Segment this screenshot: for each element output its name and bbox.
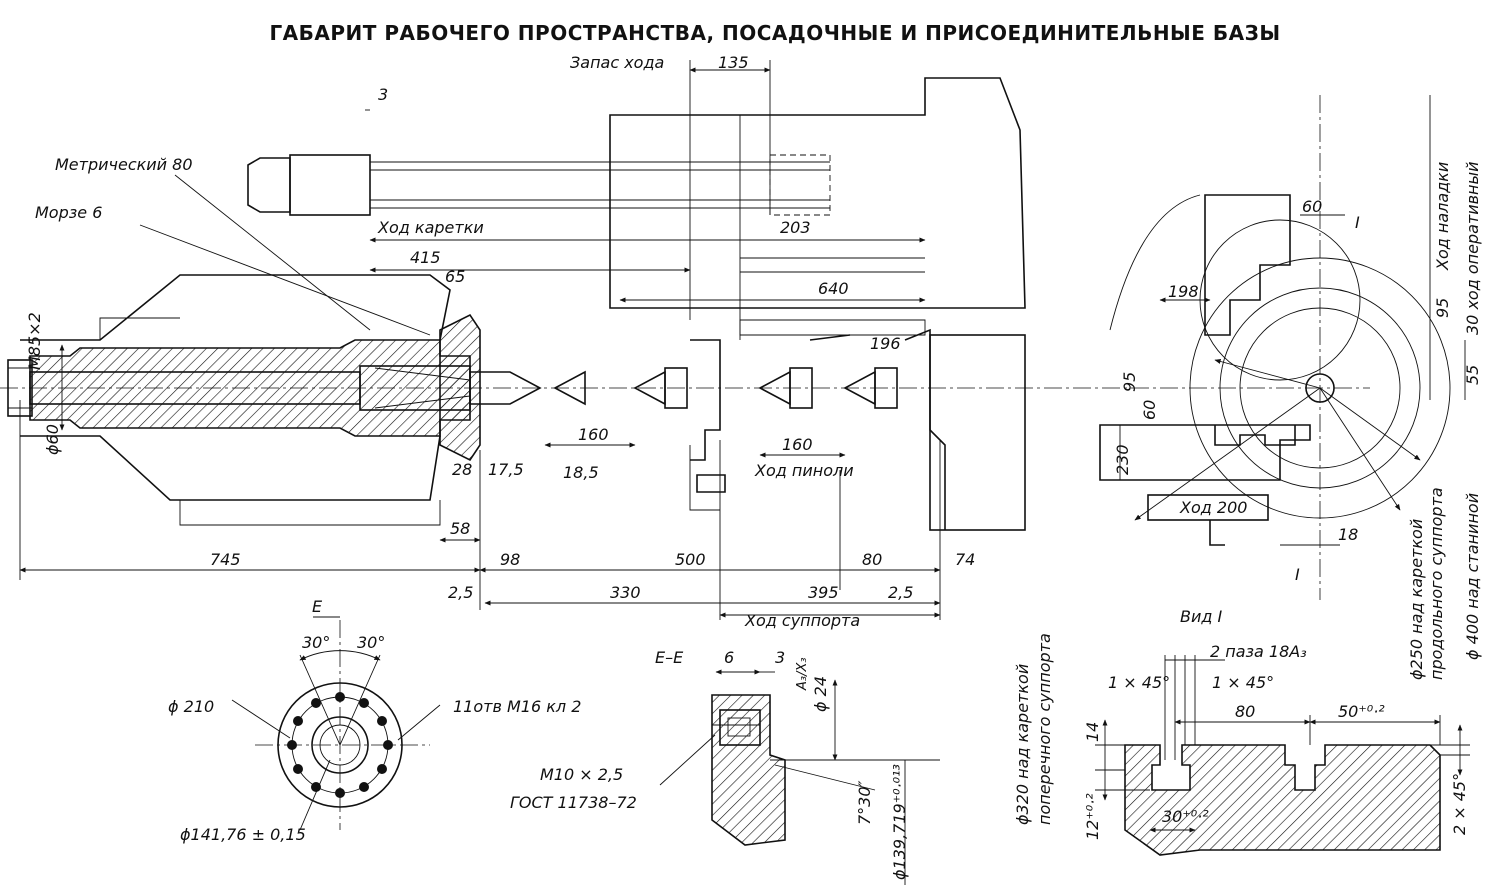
label-vid-1: Вид I — [1180, 607, 1223, 626]
dim-74: 74 — [955, 550, 975, 569]
dim-18: 18 — [1338, 525, 1358, 544]
dim-95b: 95 — [1433, 298, 1452, 318]
flange-view — [231, 616, 441, 831]
label-section-ee: Е–Е — [655, 648, 684, 667]
dim-745: 745 — [210, 550, 241, 569]
dim-2-5a: 2,5 — [448, 583, 473, 602]
dim-135: 135 — [718, 53, 749, 72]
dim-65: 65 — [445, 267, 465, 286]
label-d250b: продольного суппорта — [1427, 487, 1446, 680]
dim-a3x3: А₃/Х₃ — [795, 657, 810, 691]
dim-80b: 80 — [1235, 702, 1255, 721]
label-d320b: поперечного суппорта — [1035, 633, 1054, 825]
dim-2x45: 2 × 45° — [1450, 773, 1469, 835]
label-thread-m10: М10 × 2,5 — [540, 765, 623, 784]
dim-330: 330 — [610, 583, 641, 602]
dim-6: 6 — [724, 648, 734, 667]
label-holes: 11отв М16 кл 2 — [453, 697, 581, 716]
dim-d210: ϕ 210 — [168, 697, 214, 716]
label-roman-1-top: I — [1355, 213, 1360, 232]
dim-98: 98 — [500, 550, 520, 569]
view-i — [1095, 655, 1470, 856]
dim-12: 12⁺⁰·² — [1083, 793, 1102, 840]
dim-196: 196 — [870, 334, 901, 353]
dim-d139: ϕ139,719⁺⁰·⁰¹³ — [890, 764, 909, 880]
dim-28: 28 — [452, 460, 472, 479]
dim-m85: М85×2 — [25, 312, 44, 370]
dim-160a: 160 — [578, 425, 609, 444]
label-d320: ϕ320 над кареткой — [1013, 664, 1032, 825]
main-side-view — [0, 60, 1370, 620]
dim-55: 55 — [1463, 365, 1482, 385]
dim-d24: ϕ 24 — [811, 676, 830, 712]
drawing-title: ГАБАРИТ РАБОЧЕГО ПРОСТРАНСТВА, ПОСАДОЧНЫ… — [269, 21, 1280, 45]
label-hod-pinoli: Ход пиноли — [754, 461, 854, 480]
label-pazy: 2 паза 18А₃ — [1210, 642, 1307, 661]
dim-2-5b: 2,5 — [888, 583, 913, 602]
dim-230: 230 — [1113, 444, 1132, 475]
dim-d60: ϕ60 — [43, 424, 62, 455]
dim-7-30: 7°30″ — [855, 780, 874, 825]
dim-500: 500 — [675, 550, 706, 569]
label-hod-operativny: 30 ход оперативный — [1463, 161, 1482, 335]
label-hod-naladki: Ход наладки — [1433, 162, 1452, 271]
cross-section-view — [1099, 95, 1466, 600]
dim-30a: 30° — [302, 633, 330, 652]
dim-60c: 60 — [1140, 400, 1159, 420]
dim-50: 50⁺⁰·² — [1338, 702, 1385, 721]
dim-58: 58 — [450, 519, 470, 538]
dim-160b: 160 — [782, 435, 813, 454]
label-d400: ϕ 400 над станиной — [1463, 493, 1482, 660]
label-zapas-hoda: Запас хода — [570, 53, 664, 72]
dim-203: 203 — [780, 218, 811, 237]
dim-3: 3 — [378, 85, 388, 104]
label-hod-karetki: Ход каретки — [377, 218, 484, 237]
dim-80: 80 — [862, 550, 882, 569]
dim-1x45a: 1 × 45° — [1108, 673, 1170, 692]
dim-640: 640 — [818, 279, 849, 298]
dim-30b: 30° — [357, 633, 385, 652]
dim-1x45b: 1 × 45° — [1212, 673, 1274, 692]
label-morze: Морзе 6 — [35, 203, 102, 222]
dim-14: 14 — [1083, 722, 1102, 742]
dim-3b: 3 — [775, 648, 785, 667]
label-gost: ГОСТ 11738–72 — [510, 793, 637, 812]
label-hod-supporta: Ход суппорта — [744, 611, 860, 630]
dim-17-5: 17,5 — [488, 460, 524, 479]
label-hod-200: Ход 200 — [1179, 498, 1247, 517]
label-roman-1-bottom: I — [1295, 565, 1300, 584]
dim-95a: 95 — [1120, 372, 1139, 392]
label-d250: ϕ250 над кареткой — [1407, 519, 1426, 680]
dim-30c: 30⁺⁰·² — [1162, 807, 1209, 826]
label-metricheskiy: Метрический 80 — [55, 155, 193, 174]
dim-60-top: 60 — [1302, 197, 1322, 216]
dim-d141: ϕ141,76 ± 0,15 — [180, 825, 306, 844]
section-ee-view — [659, 669, 940, 885]
dim-395: 395 — [808, 583, 839, 602]
label-section-e: Е — [312, 597, 323, 616]
dim-18-5: 18,5 — [563, 463, 599, 482]
dim-415: 415 — [410, 248, 441, 267]
dim-198: 198 — [1168, 282, 1199, 301]
